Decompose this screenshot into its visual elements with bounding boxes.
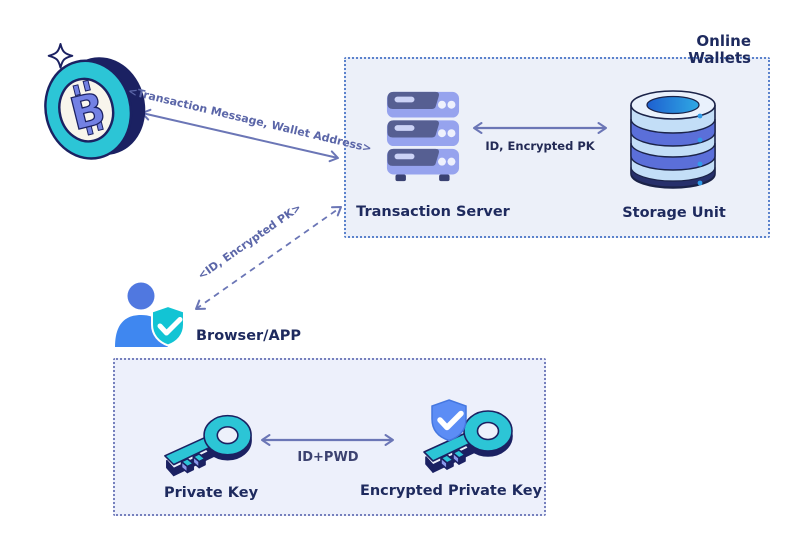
server-rack-icon bbox=[386, 91, 460, 182]
storage-unit-label: Storage Unit bbox=[622, 205, 726, 221]
browser-app-label: Browser/APP bbox=[196, 328, 301, 344]
transaction-server-label: Transaction Server bbox=[356, 204, 510, 220]
online-wallets-title: Online Wallets bbox=[688, 32, 751, 68]
bitcoin-coin-icon: B bbox=[44, 42, 146, 160]
id-encrypted-pk-arrow-label: <ID, Encrypted PK> bbox=[195, 201, 304, 283]
encrypted-private-key-label: Encrypted Private Key bbox=[359, 483, 543, 499]
encrypted-key-icon bbox=[423, 399, 513, 473]
transaction-message-arrow-label: <Transaction Message, Wallet Address> bbox=[126, 84, 373, 156]
shield-check-icon bbox=[151, 304, 185, 347]
shield-check-icon bbox=[431, 399, 467, 442]
user-icon bbox=[115, 282, 185, 347]
database-icon bbox=[630, 90, 716, 189]
server-storage-arrow-label: ID, Encrypted PK bbox=[485, 139, 595, 153]
key-icon bbox=[164, 414, 252, 477]
private-key-label: Private Key bbox=[163, 485, 259, 501]
keys-arrow-label: ID+PWD bbox=[297, 450, 359, 465]
sparkle-icon bbox=[47, 42, 74, 69]
